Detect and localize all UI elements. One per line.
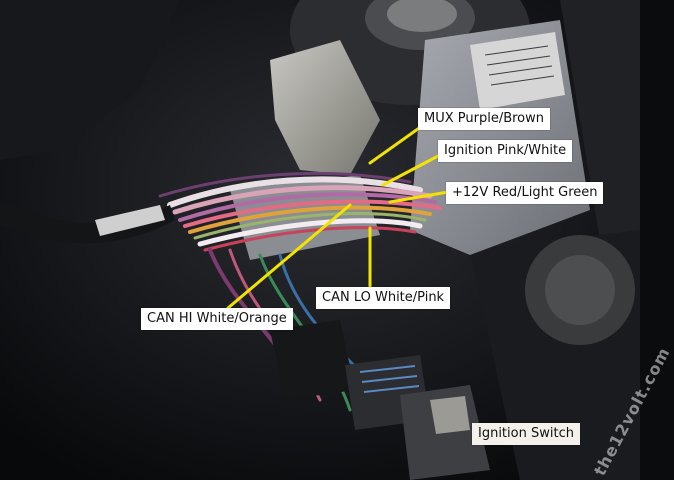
ignition-switch-label: Ignition Switch xyxy=(472,423,580,445)
white-zip-tie xyxy=(95,205,165,236)
dashboard-trim-left xyxy=(0,0,180,160)
pointer-ignition xyxy=(381,153,442,187)
pointer-12v xyxy=(388,190,450,204)
pointer-can-hi xyxy=(226,203,352,310)
dashboard-panel-right xyxy=(560,0,640,260)
can-hi-wire-label: CAN HI White/Orange xyxy=(141,308,293,330)
left-wire-loom xyxy=(0,200,175,244)
pointer-lines xyxy=(226,124,450,310)
pointer-mux xyxy=(368,124,424,165)
steering-column-wiring-photo xyxy=(0,0,640,480)
ignition-shaft xyxy=(270,40,380,175)
ignition-wire-label: Ignition Pink/White xyxy=(438,140,573,162)
wiring-bundle xyxy=(158,171,442,252)
lower-connector-black xyxy=(270,320,355,400)
mux-wire-label: MUX Purple/Brown xyxy=(418,108,551,130)
can-lo-wire-label: CAN LO White/Pink xyxy=(316,287,451,309)
power-wire-label: +12V Red/Light Green xyxy=(446,182,604,204)
